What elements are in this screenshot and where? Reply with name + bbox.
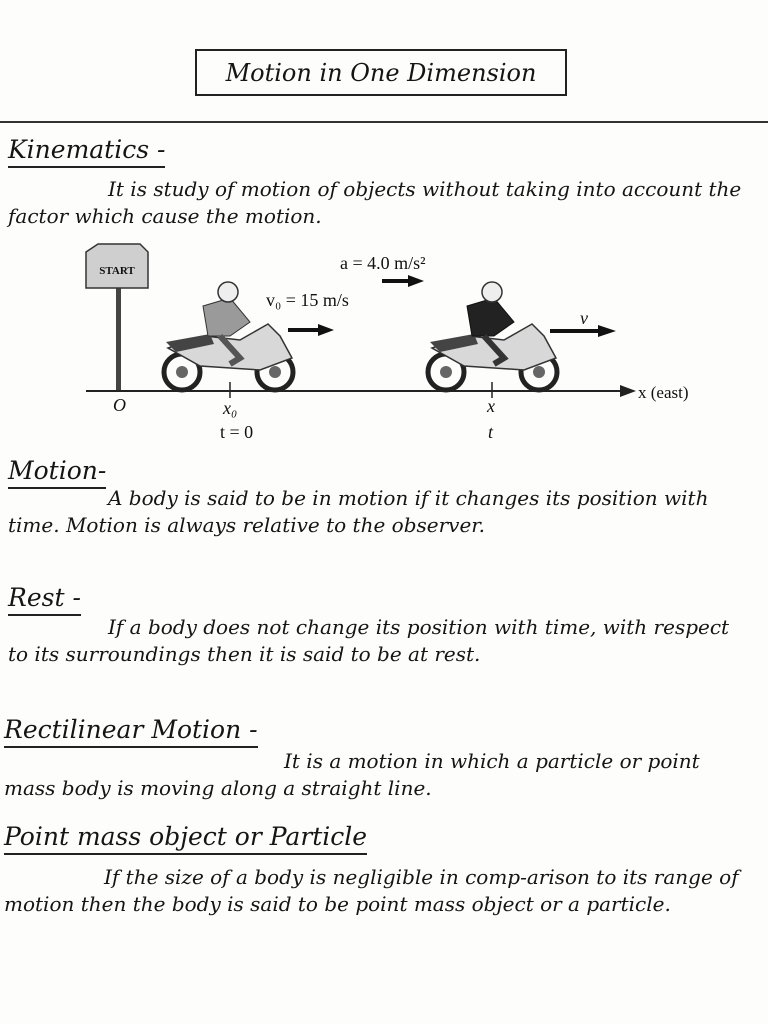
heading-rest: Rest - [8, 583, 81, 616]
v-arrow [598, 325, 616, 337]
top-divider [0, 121, 768, 123]
heading-rectilinear-motion-text: Rectilinear Motion - [4, 715, 258, 748]
motion-diagram: START x (east) a = 4.0 m/s² v₀ = 15 m/s [85, 243, 689, 442]
v0-arrow [318, 324, 334, 336]
x-label: x [486, 396, 495, 416]
kinematics-paragraph: It is study of motion of objects without… [8, 177, 742, 228]
v-label: v [580, 308, 588, 328]
heading-rest-text: Rest - [8, 583, 81, 616]
rest-paragraph: If a body does not change its position w… [8, 615, 730, 666]
t0-label: t = 0 [220, 422, 253, 442]
motion-paragraph: A body is said to be in motion if it cha… [8, 486, 709, 537]
rectilinear-motion-paragraph: It is a motion in which a particle or po… [4, 749, 700, 800]
acceleration-arrow [408, 275, 424, 287]
axis-label: x (east) [638, 383, 689, 402]
acceleration-label: a = 4.0 m/s² [340, 253, 426, 273]
sign-label: START [99, 265, 135, 277]
start-sign: START [85, 243, 149, 390]
heading-kinematics: Kinematics - [8, 135, 166, 168]
t-label: t [488, 422, 494, 442]
heading-motion-text: Motion- [8, 456, 107, 489]
origin-label: O [113, 395, 126, 415]
heading-motion: Motion- [8, 456, 107, 489]
x0-label: x₀ [222, 398, 237, 418]
heading-kinematics-text: Kinematics - [8, 135, 166, 168]
v0-label: v₀ = 15 m/s [266, 290, 349, 310]
page-title: Motion in One Dimension [195, 49, 567, 96]
heading-rectilinear-motion: Rectilinear Motion - [4, 715, 258, 748]
heading-point-mass: Point mass object or Particle [4, 822, 368, 855]
motorcycle-later [425, 281, 560, 393]
x-axis-arrowhead [620, 385, 636, 397]
point-mass-paragraph: If the size of a body is negligible in c… [4, 865, 739, 916]
heading-point-mass-text: Point mass object or Particle [4, 822, 368, 855]
motorcycle-start [161, 281, 296, 393]
